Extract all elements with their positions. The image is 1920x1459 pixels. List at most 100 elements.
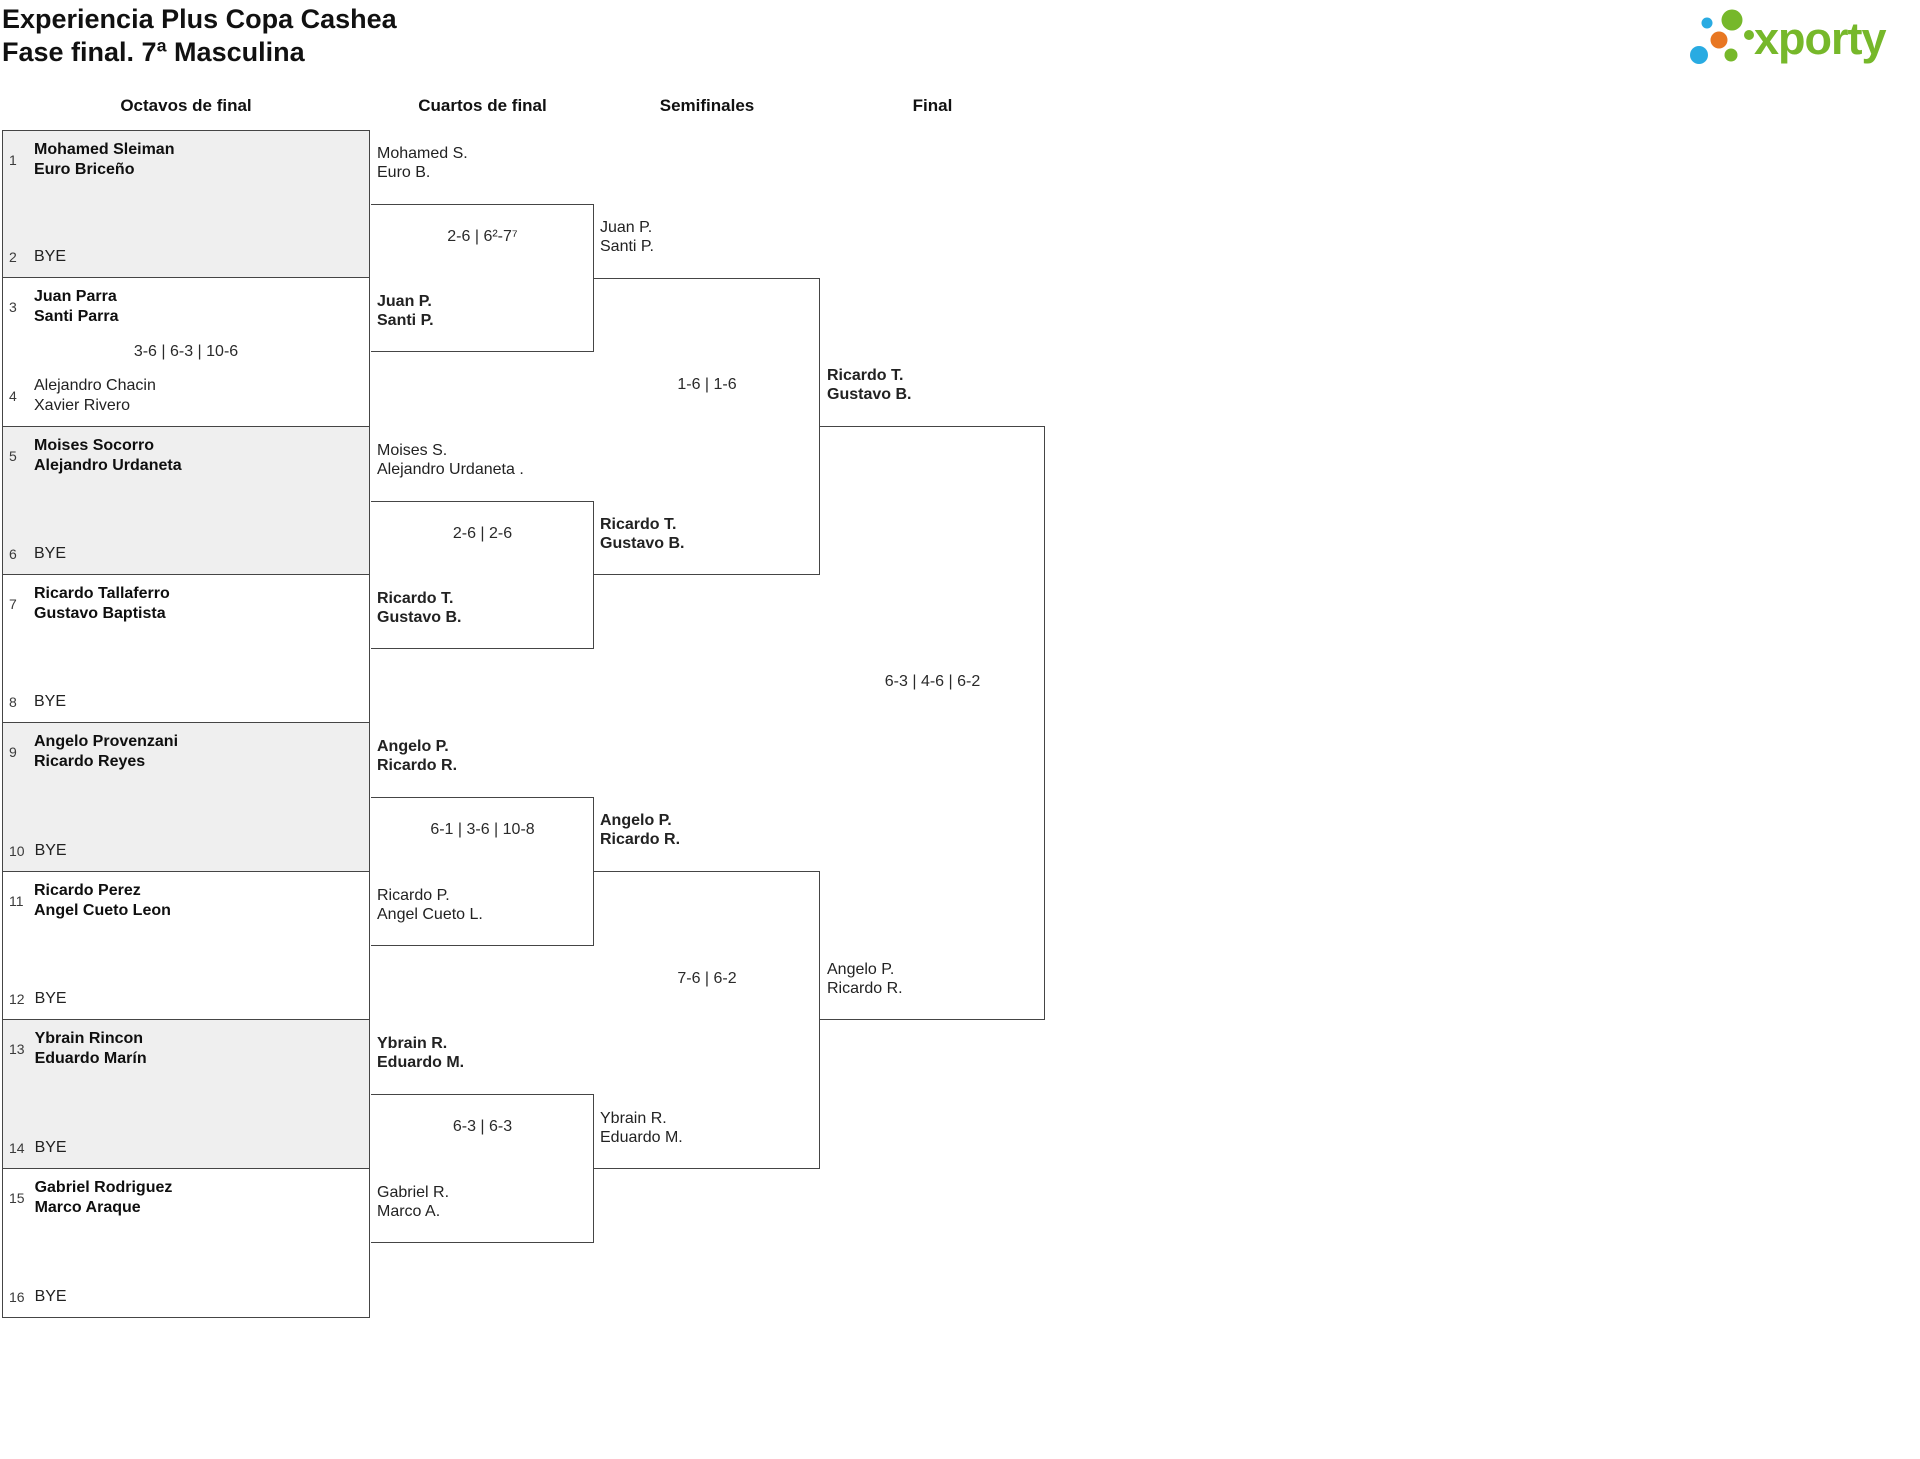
bracket-slot: 8 BYE bbox=[9, 692, 363, 712]
seed-number: 6 bbox=[9, 546, 17, 562]
bracket-slot: 14 BYE bbox=[9, 1138, 363, 1158]
team-label: Ricardo T. Gustavo B. bbox=[377, 589, 587, 627]
team-label: Juan P. Santi P. bbox=[377, 292, 587, 330]
page-title: Experiencia Plus Copa Cashea Fase final.… bbox=[2, 3, 397, 69]
team-name: BYE bbox=[34, 990, 67, 1007]
team-name: Angel Cueto L. bbox=[377, 906, 483, 923]
team-name: Marco A. bbox=[377, 1203, 441, 1220]
team-name: Marco Araque bbox=[34, 1199, 141, 1216]
match-box-cuartos-2 bbox=[371, 501, 594, 649]
seed-number: 2 bbox=[9, 249, 17, 265]
team-name: Euro Briceño bbox=[34, 161, 135, 178]
team-name: Gustavo B. bbox=[827, 386, 912, 403]
team-name: Gabriel Rodriguez bbox=[34, 1179, 173, 1196]
team-name: Santi P. bbox=[377, 312, 434, 329]
team-name: Mohamed Sleiman bbox=[34, 141, 175, 158]
team-name: Ricardo R. bbox=[377, 757, 458, 774]
team-label: Angelo P. Ricardo R. bbox=[600, 811, 815, 849]
team-name: Moises S. bbox=[377, 442, 448, 459]
seed-number: 14 bbox=[9, 1140, 25, 1156]
match-score: 7-6 | 6-2 bbox=[677, 970, 737, 987]
team-name: Ricardo P. bbox=[377, 887, 450, 904]
team-name: Ybrain R. bbox=[377, 1035, 448, 1052]
seed-number: 11 bbox=[9, 893, 24, 909]
match-score: 2-6 | 2-6 bbox=[452, 525, 513, 542]
team-name: Mohamed S. bbox=[377, 145, 468, 162]
team-name: Angel Cueto Leon bbox=[34, 902, 171, 919]
team-name: Gustavo Baptista bbox=[34, 605, 166, 622]
round-header-final: Final bbox=[912, 96, 953, 115]
logo-wordmark: xporty bbox=[1754, 13, 1887, 64]
match-box-final bbox=[820, 426, 1045, 1020]
page-title-line2: Fase final. 7ª Masculina bbox=[2, 37, 305, 67]
team-name: Gustavo B. bbox=[600, 535, 685, 552]
team-name: Ricardo Tallaferro bbox=[34, 585, 170, 602]
team-name: BYE bbox=[34, 842, 67, 859]
team-name: Gabriel R. bbox=[377, 1184, 450, 1201]
team-name: Angelo P. bbox=[827, 961, 895, 978]
team-name: Santi P. bbox=[600, 238, 654, 255]
team-name: Juan Parra bbox=[34, 288, 117, 305]
team-label: Mohamed S. Euro B. bbox=[377, 144, 587, 182]
team-name: Ybrain R. bbox=[600, 1110, 667, 1127]
team-label: Juan P. Santi P. bbox=[600, 218, 815, 256]
team-name: Angelo P. bbox=[600, 812, 672, 829]
match-box-cuartos-1 bbox=[371, 204, 594, 352]
match-score: 6-1 | 3-6 | 10-8 bbox=[430, 821, 535, 838]
team-label: Ricardo T.Gustavo B. bbox=[827, 366, 1037, 404]
seed-number: 1 bbox=[9, 152, 17, 168]
match-score: 1-6 | 1-6 bbox=[677, 376, 737, 393]
team-name: Euro B. bbox=[377, 164, 431, 181]
team-name: Gustavo B. bbox=[377, 609, 462, 626]
match-box-semifinal-2 bbox=[594, 871, 820, 1169]
page-title-line1: Experiencia Plus Copa Cashea bbox=[2, 4, 397, 34]
team-label: Angelo P.Ricardo R. bbox=[827, 960, 1037, 998]
team-name: BYE bbox=[34, 1139, 67, 1156]
team-name: Ricardo Perez bbox=[34, 882, 141, 899]
team-name: BYE bbox=[34, 248, 67, 265]
seed-number: 9 bbox=[9, 744, 17, 760]
seed-number: 15 bbox=[9, 1190, 25, 1206]
match-box-cuartos-4 bbox=[371, 1094, 594, 1243]
match-score: 6-3 | 6-3 bbox=[452, 1118, 513, 1135]
bracket-slot: 16 BYE bbox=[9, 1287, 363, 1307]
seed-number: 12 bbox=[9, 991, 25, 1007]
team-name: Ricardo T. bbox=[377, 590, 454, 607]
team-name: BYE bbox=[34, 545, 67, 562]
seed-number: 8 bbox=[9, 694, 17, 710]
team-name: BYE bbox=[34, 1288, 67, 1305]
team-name: Ricardo Reyes bbox=[34, 753, 146, 770]
match-score: 3-6 | 6-3 | 10-6 bbox=[133, 343, 239, 360]
bracket-slot: 2 BYE bbox=[9, 247, 363, 267]
team-name: Eduardo M. bbox=[377, 1054, 465, 1071]
team-name: Ricardo R. bbox=[600, 831, 681, 848]
team-name: Juan P. bbox=[377, 293, 432, 310]
round-header-semifinales: Semifinales bbox=[659, 96, 755, 115]
team-name: Alejandro Urdaneta bbox=[34, 457, 182, 474]
team-label: Ybrain R. Eduardo M. bbox=[377, 1034, 587, 1072]
team-name: BYE bbox=[34, 693, 67, 710]
team-name: Angelo Provenzani bbox=[34, 733, 179, 750]
round-header-cuartos: Cuartos de final bbox=[418, 96, 547, 115]
team-name: Moises Socorro bbox=[34, 437, 155, 454]
bracket-slot: 10 BYE bbox=[9, 841, 363, 861]
seed-number: 7 bbox=[9, 596, 17, 612]
team-name: Juan P. bbox=[600, 219, 653, 236]
team-name: Alejandro Urdaneta . bbox=[377, 461, 524, 478]
team-name: Ricardo T. bbox=[600, 516, 677, 533]
team-name: Eduardo M. bbox=[600, 1129, 683, 1146]
team-name: Ybrain Rincon bbox=[34, 1030, 144, 1047]
